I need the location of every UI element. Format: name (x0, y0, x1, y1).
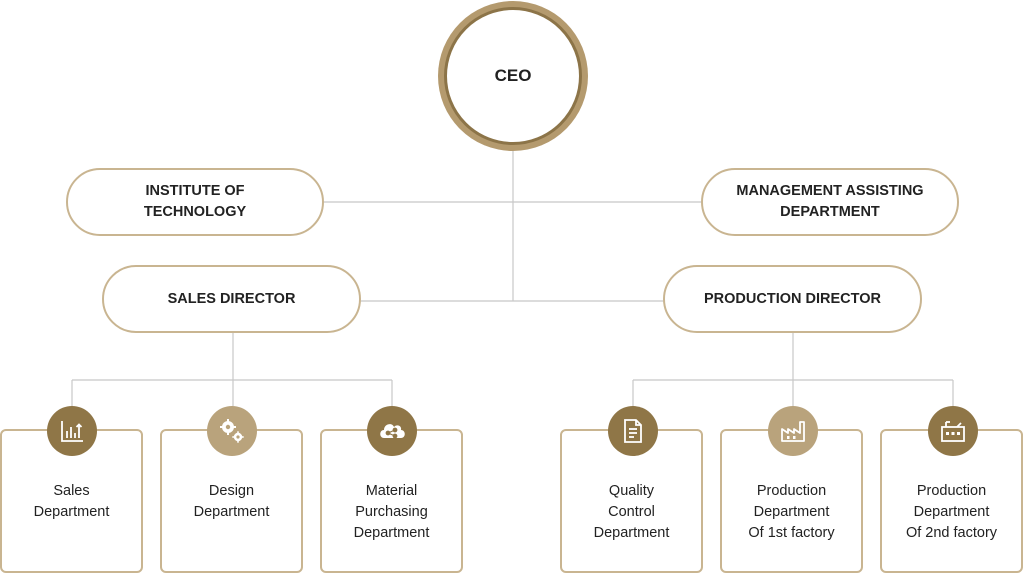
document-icon (608, 406, 658, 456)
department-label: Quality Control Department (593, 483, 670, 541)
department-label: Production Department Of 1st factory (748, 483, 835, 541)
ceo-node: CEO (438, 1, 588, 151)
institute-of-technology-node: INSTITUTE OF TECHNOLOGY (66, 168, 324, 236)
department-label: Design Department (193, 483, 270, 520)
cloud-share-icon (367, 406, 417, 456)
sales-director-label: SALES DIRECTOR (167, 290, 296, 307)
gears-icon (207, 406, 257, 456)
management-assisting-node: MANAGEMENT ASSISTING DEPARTMENT (701, 168, 959, 236)
department-label: Sales Department (33, 483, 110, 520)
factory-building-icon (928, 406, 978, 456)
factory-icon (768, 406, 818, 456)
production-director-node: PRODUCTION DIRECTOR (663, 265, 922, 333)
ceo-label: CEO (494, 66, 532, 85)
bar-chart-icon (47, 406, 97, 456)
production-director-label: PRODUCTION DIRECTOR (704, 290, 881, 307)
department-label: Production Department Of 2nd factory (905, 483, 998, 541)
institute-label: INSTITUTE OF TECHNOLOGY (143, 183, 247, 220)
management-label: MANAGEMENT ASSISTING DEPARTMENT (736, 183, 924, 220)
sales-director-node: SALES DIRECTOR (102, 265, 361, 333)
department-label: Material Purchasing Department (353, 483, 430, 541)
